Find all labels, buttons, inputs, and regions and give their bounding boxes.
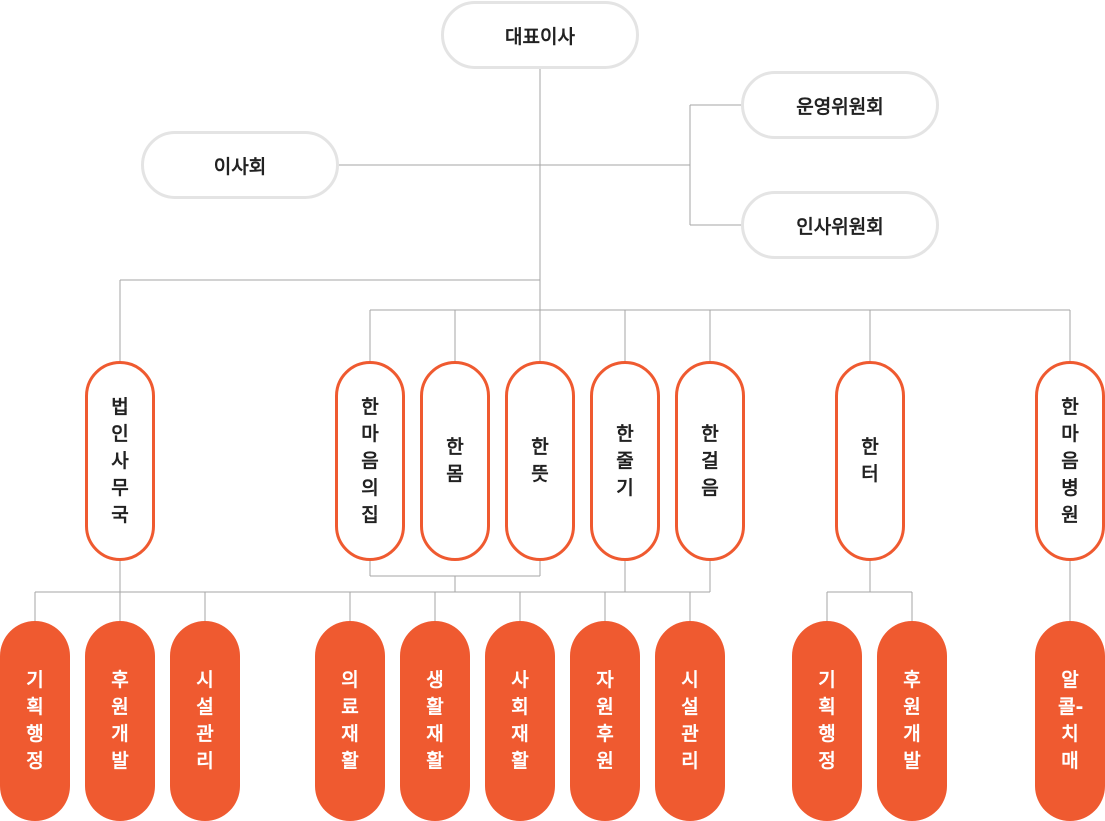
- board-node[interactable]: 이사회: [141, 131, 339, 199]
- team-label: 자원후원: [596, 669, 614, 772]
- team-node-alcohol-dementia[interactable]: 알콜-치매: [1035, 621, 1105, 821]
- team-node-medical-rehab[interactable]: 의료재활: [315, 621, 385, 821]
- dept-label: 한뜻: [531, 436, 549, 485]
- team-node-living-rehab[interactable]: 생활재활: [400, 621, 470, 821]
- team-node-fundraising[interactable]: 후원개발: [85, 621, 155, 821]
- ceo-label: 대표이사: [505, 25, 575, 48]
- dept-label: 한걸음: [701, 422, 719, 499]
- team-node-fundraising-2[interactable]: 후원개발: [877, 621, 947, 821]
- dept-node-hanmaeum-house[interactable]: 한마음의집: [335, 361, 405, 561]
- dept-label: 한터: [861, 436, 879, 485]
- ceo-node[interactable]: 대표이사: [441, 1, 639, 69]
- hr-committee-node[interactable]: 인사위원회: [741, 191, 939, 259]
- team-node-facility-2[interactable]: 시설관리: [655, 621, 725, 821]
- team-label: 후원개발: [903, 669, 921, 772]
- dept-node-handdeut[interactable]: 한뜻: [505, 361, 575, 561]
- team-label: 기획행정: [818, 669, 836, 772]
- dept-label: 한마음의집: [361, 395, 379, 526]
- dept-node-hanjulgi[interactable]: 한줄기: [590, 361, 660, 561]
- operating-committee-node[interactable]: 운영위원회: [741, 71, 939, 139]
- team-label: 생활재활: [426, 669, 444, 772]
- team-label: 시설관리: [196, 669, 214, 772]
- team-label: 후원개발: [111, 669, 129, 772]
- hr-committee-label: 인사위원회: [796, 215, 884, 238]
- dept-node-hanteo[interactable]: 한터: [835, 361, 905, 561]
- dept-node-hanmom[interactable]: 한몸: [420, 361, 490, 561]
- operating-committee-label: 운영위원회: [796, 95, 884, 118]
- dept-label: 법인사무국: [111, 395, 129, 526]
- team-node-planning-admin[interactable]: 기획행정: [0, 621, 70, 821]
- dept-node-hangeoreum[interactable]: 한걸음: [675, 361, 745, 561]
- team-node-planning-admin-2[interactable]: 기획행정: [792, 621, 862, 821]
- team-node-social-rehab[interactable]: 사회재활: [485, 621, 555, 821]
- team-label: 시설관리: [681, 669, 699, 772]
- team-label: 의료재활: [341, 669, 359, 772]
- team-label: 알콜-치매: [1058, 669, 1084, 772]
- dept-node-hanmaeum-hospital[interactable]: 한마음병원: [1035, 361, 1105, 561]
- dept-label: 한몸: [446, 436, 464, 485]
- board-label: 이사회: [213, 155, 267, 178]
- team-label: 사회재활: [511, 669, 529, 772]
- team-label: 기획행정: [26, 669, 44, 772]
- team-node-resource-support[interactable]: 자원후원: [570, 621, 640, 821]
- dept-label: 한마음병원: [1061, 395, 1079, 526]
- dept-label: 한줄기: [616, 422, 634, 499]
- team-node-facility[interactable]: 시설관리: [170, 621, 240, 821]
- dept-node-legal[interactable]: 법인사무국: [85, 361, 155, 561]
